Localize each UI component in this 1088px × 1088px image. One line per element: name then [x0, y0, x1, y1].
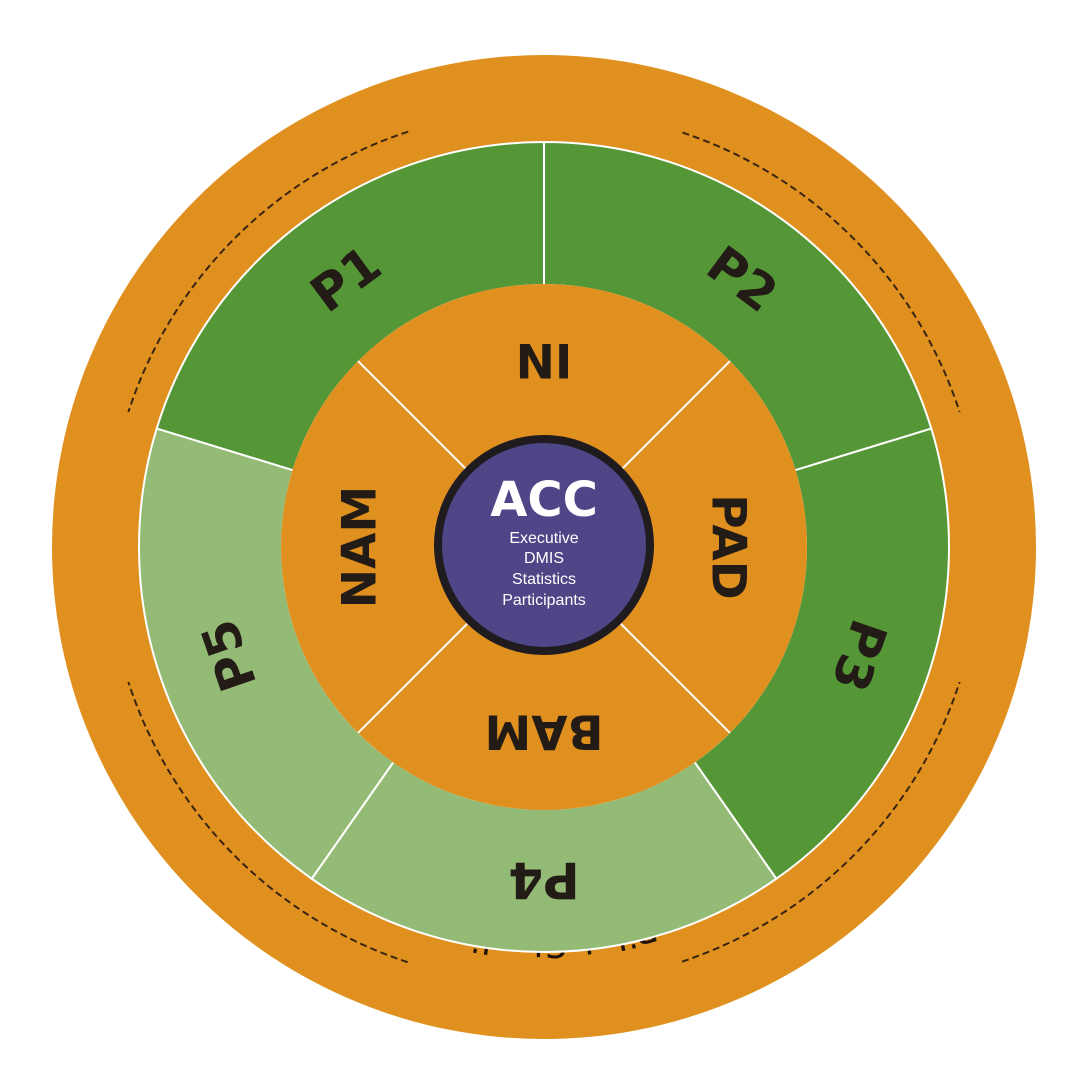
center-line-dmis: DMIS — [524, 550, 564, 567]
core-label-pad: PAD — [701, 494, 756, 600]
core-divider — [618, 621, 731, 734]
core-divider — [357, 360, 470, 473]
center-line-statistics: Statistics — [512, 571, 576, 588]
ring-label-backing — [406, 101, 682, 140]
core-divider — [618, 360, 731, 473]
ring-label-backing — [97, 409, 137, 685]
center-hub — [434, 435, 654, 655]
core-labels: NI PAD BAM NAM — [333, 336, 756, 759]
center-line-participants: Participants — [502, 592, 586, 609]
core-label-ni: NI — [516, 336, 573, 391]
center-line-executive: Executive — [509, 530, 578, 547]
center-title: ACC — [490, 472, 598, 528]
ring-label-backing — [951, 409, 990, 685]
core-label-bam: BAM — [485, 704, 604, 759]
pilot-label-p4: P4 — [508, 851, 579, 909]
core-label-nam: NAM — [333, 486, 388, 608]
ring-label-backing — [406, 954, 682, 994]
core-divider — [357, 621, 470, 734]
core-dividers — [357, 360, 731, 734]
